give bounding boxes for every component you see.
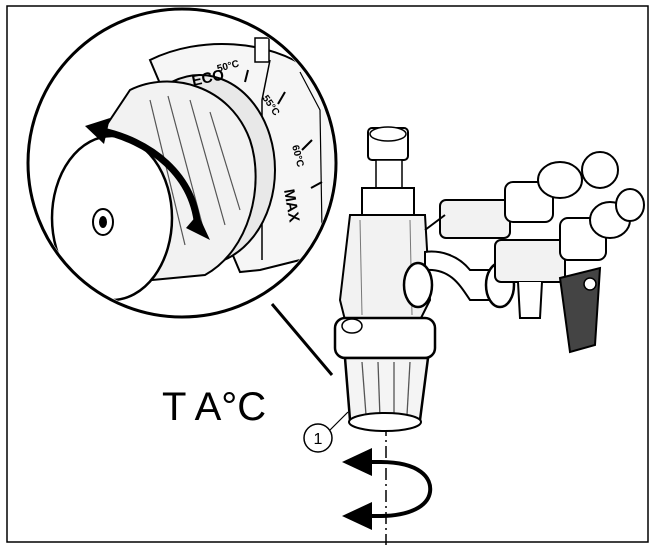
zoom-leader-line bbox=[270, 303, 334, 376]
zoom-detail: 50°C ECO 55°C 60°C MAX bbox=[26, 7, 338, 319]
ball-valve-lower bbox=[494, 188, 645, 354]
figure-frame bbox=[6, 5, 649, 543]
dial-mark-eco: ECO bbox=[190, 66, 226, 89]
rotation-arrow-icon bbox=[97, 126, 202, 231]
adjustment-knob bbox=[343, 356, 430, 422]
ball-valve-upper bbox=[424, 151, 619, 239]
dial-mark-max: MAX bbox=[280, 188, 303, 224]
callout-1: 1 bbox=[303, 411, 349, 453]
unit-label: T A°C bbox=[162, 385, 266, 429]
turn-direction-arrows bbox=[342, 448, 433, 530]
outlet-pipe bbox=[424, 250, 496, 301]
callout-number: 1 bbox=[314, 431, 323, 448]
mixing-valve bbox=[333, 126, 645, 545]
turn-arrow-icon bbox=[379, 460, 433, 518]
